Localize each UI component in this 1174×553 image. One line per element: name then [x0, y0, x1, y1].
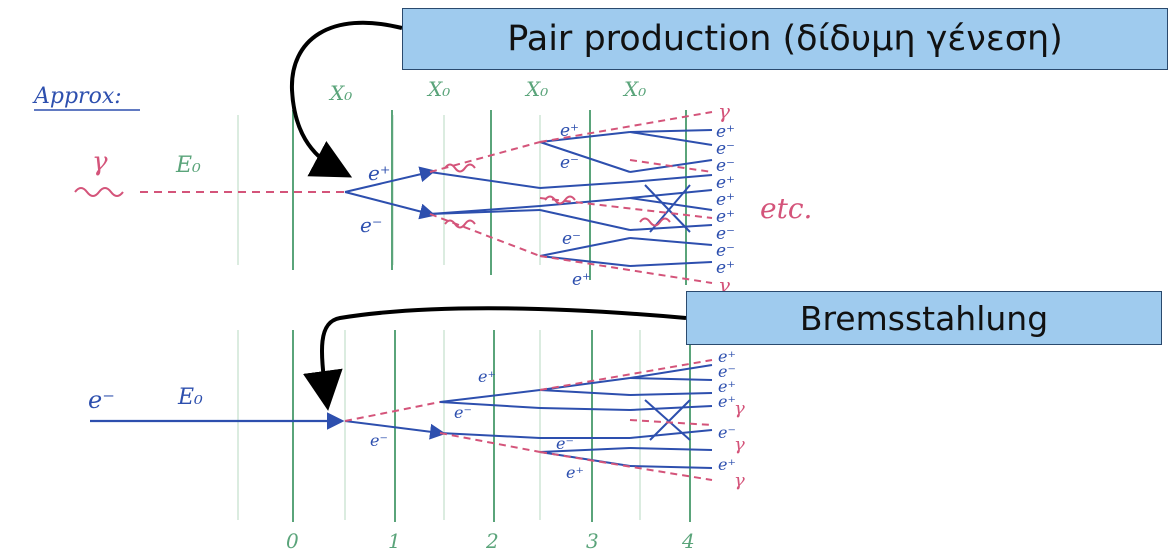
svg-text:1: 1 [388, 529, 401, 553]
pair-production-callout-text: Pair production (δίδυμη γένεση) [507, 19, 1063, 59]
svg-text:3: 3 [586, 529, 599, 553]
energy-label-top: E₀ [175, 153, 201, 178]
svg-text:e⁻: e⁻ [560, 153, 579, 173]
svg-text:γ: γ [734, 398, 745, 419]
svg-text:X₀: X₀ [524, 77, 548, 101]
svg-text:γ: γ [718, 99, 730, 123]
svg-text:e⁻: e⁻ [562, 229, 581, 249]
svg-text:e⁺: e⁺ [716, 122, 735, 142]
svg-text:e⁺: e⁺ [718, 347, 736, 366]
svg-text:e⁺: e⁺ [478, 367, 496, 386]
svg-text:4: 4 [681, 529, 695, 553]
brems-shower-photons [344, 359, 713, 481]
svg-text:e⁻: e⁻ [360, 213, 382, 237]
svg-text:2: 2 [485, 529, 499, 553]
brems-particle-labels: e⁻ e⁺ e⁻ e⁻ e⁺ e⁺ e⁻ e⁺ e⁺ e⁻ e⁺ γ γ γ [370, 347, 745, 491]
pair-shower-tracks [344, 129, 713, 267]
svg-text:γ: γ [734, 470, 745, 491]
svg-text:X₀: X₀ [622, 77, 646, 101]
pair-production-callout: Pair production (δίδυμη γένεση) [402, 8, 1168, 70]
svg-text:X₀: X₀ [426, 77, 450, 101]
bremsstrahlung-callout-text: Bremsstahlung [799, 298, 1049, 338]
svg-text:e⁻: e⁻ [718, 362, 736, 381]
svg-text:e⁻: e⁻ [718, 423, 736, 442]
bremsstrahlung-callout: Bremsstahlung [686, 291, 1162, 345]
incoming-photon-wave [74, 187, 124, 197]
pair-shower-photons [429, 111, 713, 284]
svg-text:e⁻: e⁻ [716, 224, 735, 244]
approx-label: Approx: [32, 84, 122, 109]
svg-text:e⁺: e⁺ [572, 270, 591, 290]
svg-text:γ: γ [734, 434, 745, 455]
svg-text:e⁺: e⁺ [716, 258, 735, 278]
svg-text:X₀: X₀ [328, 81, 352, 105]
faint-layer-lines-top [237, 115, 541, 265]
energy-label-bottom: E₀ [177, 385, 203, 410]
svg-text:e⁺: e⁺ [718, 377, 736, 396]
svg-text:0: 0 [286, 529, 299, 553]
etc-label: etc. [760, 192, 812, 225]
svg-text:e⁺: e⁺ [368, 161, 390, 185]
svg-text:e⁺: e⁺ [560, 121, 579, 141]
layer-number-labels: 0 1 2 3 4 [286, 529, 695, 553]
svg-text:e⁻: e⁻ [716, 156, 735, 176]
pair-production-arrow [289, 20, 403, 178]
svg-text:e⁺: e⁺ [566, 463, 584, 482]
svg-text:e⁺: e⁺ [718, 392, 736, 411]
svg-text:e⁺: e⁺ [716, 190, 735, 210]
electron-label-bottom: e⁻ [88, 386, 115, 414]
svg-text:e⁻: e⁻ [454, 403, 472, 422]
svg-text:e⁻: e⁻ [556, 434, 574, 453]
svg-text:e⁺: e⁺ [716, 207, 735, 227]
layer-lines-bottom [292, 330, 691, 522]
svg-text:e⁺: e⁺ [716, 173, 735, 193]
svg-text:e⁻: e⁻ [716, 241, 735, 261]
pair-particle-labels: e⁺ e⁻ e⁺ e⁻ e⁻ e⁺ e⁺ e⁻ e⁻ e⁺ e⁺ e⁺ e⁻ e… [360, 99, 735, 297]
svg-text:e⁻: e⁻ [716, 139, 735, 159]
svg-text:e⁻: e⁻ [370, 431, 388, 450]
svg-text:e⁺: e⁺ [718, 455, 736, 474]
photon-label-top: γ [92, 147, 108, 177]
faint-layer-lines-bottom [237, 330, 641, 520]
layer-lines-top [292, 110, 687, 285]
brems-shower-tracks [344, 364, 713, 469]
radiation-length-labels: X₀ X₀ X₀ X₀ [328, 77, 646, 105]
bremsstrahlung-arrow [303, 306, 687, 411]
pair-shower-photon-waves [444, 163, 671, 229]
